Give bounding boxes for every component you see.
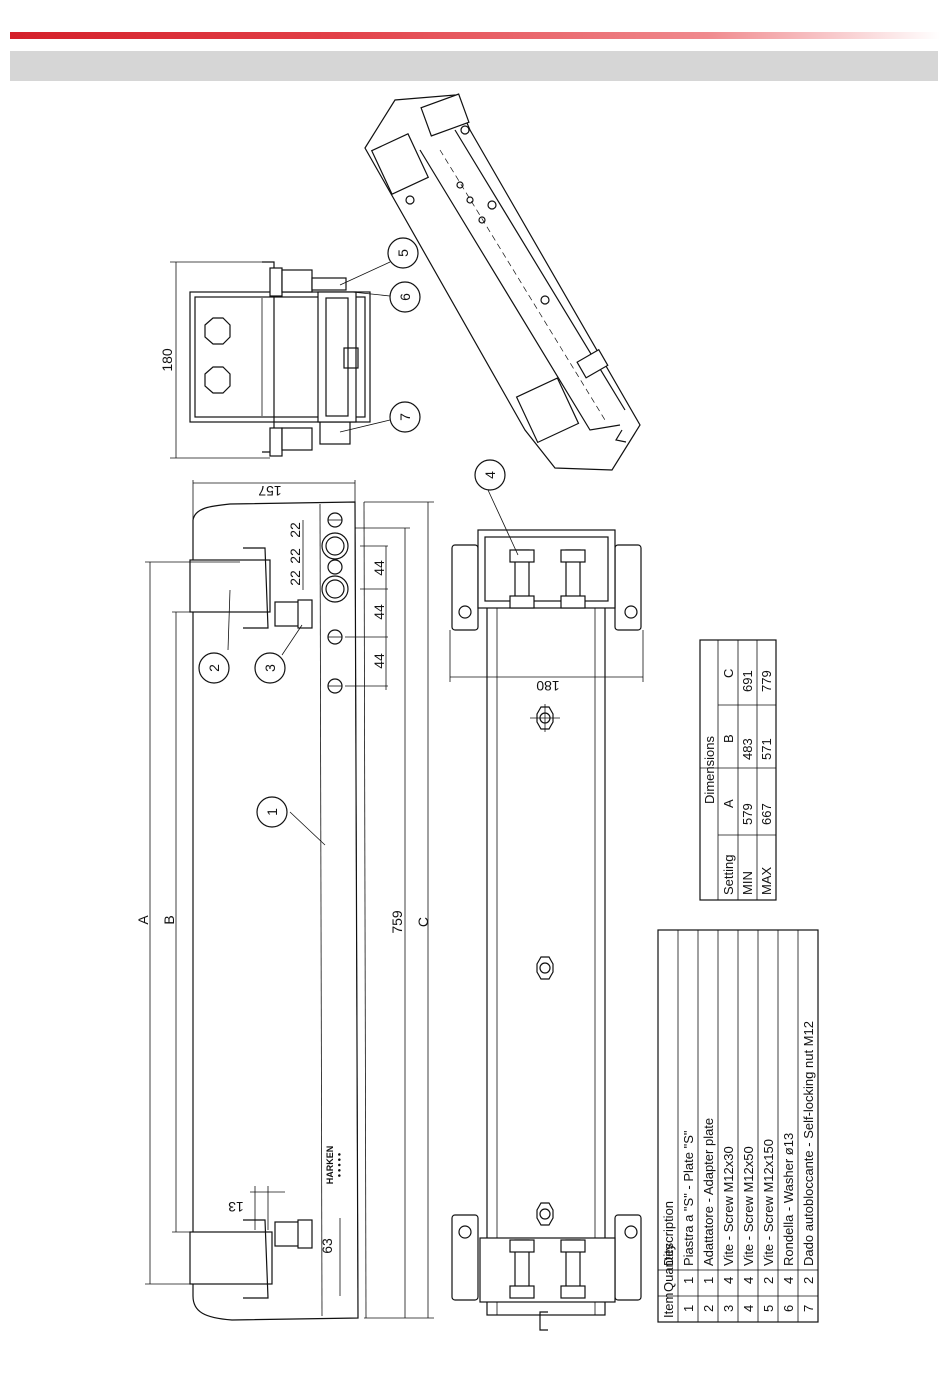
header-band	[10, 51, 938, 81]
svg-text:● ● ● ● ●: ● ● ● ● ●	[337, 1152, 343, 1177]
dim-offset-13: 13	[228, 1199, 244, 1215]
part-7-qty: 2	[801, 1277, 816, 1284]
part-1-desc: Piastra a "S" - Plate "S"	[681, 1130, 696, 1266]
callout-3: 3	[262, 664, 278, 672]
part-5-qty: 2	[761, 1277, 776, 1284]
callout-2: 2	[206, 664, 222, 672]
part-3-qty: 4	[721, 1277, 736, 1284]
part-3-item: 3	[721, 1305, 736, 1312]
dims-min-c: 691	[740, 670, 755, 692]
dim-label-b: B	[161, 915, 177, 924]
isometric-view	[364, 93, 641, 471]
parts-table: Item Quantity Description 1 1 Piastra a …	[657, 929, 819, 1323]
dim-spacing-22c: 22	[287, 570, 303, 586]
dims-table-title: Dimensions	[702, 736, 717, 804]
callout-1: 1	[264, 808, 280, 816]
dims-min-b: 483	[740, 738, 755, 760]
part-6-item: 6	[781, 1305, 796, 1312]
dim-offset-63: 63	[319, 1238, 335, 1254]
parts-header-item: Item	[661, 1293, 676, 1318]
dims-header-b: B	[721, 734, 736, 743]
dims-min-setting: MIN	[740, 871, 755, 895]
dims-header-setting: Setting	[721, 855, 736, 895]
dim-spacing-44b: 44	[371, 604, 387, 620]
callout-4: 4	[482, 471, 498, 479]
part-3-desc: Vite - Screw M12x30	[721, 1146, 736, 1266]
side-view: 44 44 44 22 22 22 157 759 C A B 13 63	[135, 480, 434, 1321]
part-7-desc: Dado autobloccante - Self-locking nut M1…	[801, 1021, 816, 1266]
dims-header-c: C	[721, 669, 736, 678]
dim-spacing-22b: 22	[287, 548, 303, 564]
callout-5: 5	[395, 249, 411, 257]
dim-label-c: C	[415, 917, 431, 927]
dim-spacing-44c: 44	[371, 653, 387, 669]
dims-max-a: 667	[759, 803, 774, 825]
dim-spacing-22a: 22	[287, 522, 303, 538]
callout-6: 6	[397, 293, 413, 301]
part-5-item: 5	[761, 1305, 776, 1312]
part-2-qty: 1	[701, 1277, 716, 1284]
part-1-qty: 1	[681, 1277, 696, 1284]
part-6-qty: 4	[781, 1277, 796, 1284]
parts-header-qty: Quantity	[661, 1243, 676, 1292]
dim-height-end: 157	[258, 483, 282, 499]
dim-label-a: A	[135, 915, 151, 925]
brand-logo: HARKEN	[325, 1146, 335, 1185]
dim-overall-length: 759	[389, 910, 405, 934]
dims-max-c: 779	[759, 670, 774, 692]
dim-width-bottom: 180	[536, 678, 560, 694]
header-accent-bar	[10, 32, 940, 39]
dims-min-a: 579	[740, 803, 755, 825]
part-5-desc: Vite - Screw M12x150	[761, 1139, 776, 1266]
bottom-view: 180	[449, 529, 644, 1331]
part-4-desc: Vite - Screw M12x50	[741, 1146, 756, 1266]
part-4-qty: 4	[741, 1277, 756, 1284]
dims-header-a: A	[721, 799, 736, 808]
dims-max-b: 571	[759, 738, 774, 760]
callouts: 1 2 3 4 5 6 7	[198, 237, 519, 846]
dim-width-side: 180	[159, 348, 175, 372]
part-7-item: 7	[801, 1305, 816, 1312]
part-1-item: 1	[681, 1305, 696, 1312]
part-2-desc: Adattatore - Adapter plate	[701, 1118, 716, 1266]
dim-spacing-44a: 44	[371, 560, 387, 576]
parts-header-desc: Description	[661, 1201, 676, 1266]
callout-7: 7	[397, 413, 413, 421]
part-6-desc: Rondella - Washer ø13	[781, 1133, 796, 1266]
part-4-item: 4	[741, 1305, 756, 1312]
end-view: 180	[159, 261, 371, 459]
dimensions-table: Dimensions Setting A B C MIN 579 483 691…	[699, 639, 777, 901]
part-2-item: 2	[701, 1305, 716, 1312]
dims-max-setting: MAX	[759, 867, 774, 896]
